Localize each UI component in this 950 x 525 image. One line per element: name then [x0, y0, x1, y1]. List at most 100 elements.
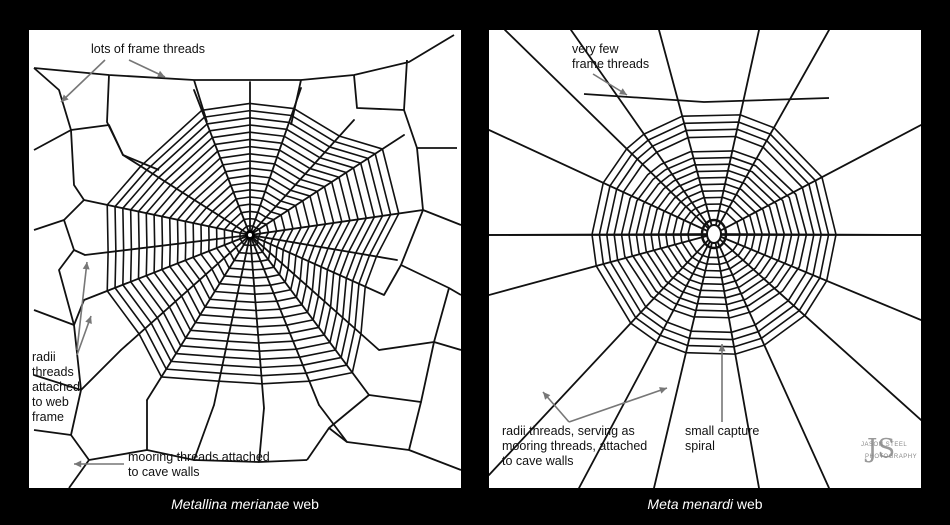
radius-mooring-thread [653, 233, 715, 488]
radii-threads-arrow-head [543, 392, 551, 400]
capture-spiral-ring [665, 189, 763, 279]
frame-thread [63, 199, 85, 221]
right-caption: Meta menardi web [489, 496, 921, 512]
frame-thread [368, 341, 435, 403]
capture-spiral-ring [620, 150, 808, 319]
very-few-frame-threads-label: very few frame threads [572, 42, 650, 71]
capture-spiral-ring [679, 203, 749, 266]
frame-threads-arrow [60, 59, 106, 103]
capture-spiral-ring [628, 156, 800, 312]
watermark-sub: PHOTOGRAPHY [865, 454, 918, 460]
small-capture-spiral-label: small capture spiral [685, 424, 760, 453]
radius-mooring-thread [504, 30, 715, 235]
frame-threads-label: lots of frame threads [91, 42, 205, 56]
capture-spiral-ring [145, 138, 359, 344]
frame-thread [328, 394, 370, 429]
radii-threads-arrow-head [82, 262, 90, 270]
radius-thread [83, 234, 251, 301]
radius-thread [193, 89, 251, 236]
frame-thread [583, 93, 830, 103]
capture-spiral-ring [207, 196, 294, 279]
capture-spiral-ring [657, 183, 771, 286]
radius-thread [249, 134, 405, 236]
radius-thread [249, 234, 370, 396]
mooring-threads-label: mooring threads attached to cave walls [128, 450, 270, 479]
radius-thread [213, 234, 251, 406]
capture-spiral-ring [642, 170, 786, 299]
left-caption-species: Metallina merianae [171, 496, 290, 512]
capture-spiral-ring [591, 114, 837, 355]
frame-thread [106, 74, 160, 171]
frame-thread [353, 59, 408, 111]
capture-spiral-arrow-head [718, 344, 726, 352]
frame-thread [33, 374, 82, 391]
mooring-threads-arrow-head [74, 460, 82, 468]
capture-spiral-ring [168, 160, 335, 320]
frame-thread [33, 219, 75, 251]
frame-thread [193, 79, 208, 123]
capture-spiral-ring [200, 189, 302, 287]
left-caption-suffix: web [289, 496, 319, 512]
capture-spiral-ring [184, 174, 319, 304]
radius-mooring-thread [489, 233, 715, 296]
frame-threads-arrow-head [157, 70, 165, 78]
radius-mooring-thread [489, 129, 715, 235]
metallina-web-diagram [33, 34, 461, 488]
capture-spiral-ring [153, 145, 351, 336]
meta-menardi-web-diagram [489, 30, 921, 488]
right-web-panel: very few frame threads radii threads, se… [489, 30, 921, 488]
web-hub-center [248, 233, 252, 237]
frame-thread [33, 429, 90, 461]
capture-spiral-ring [106, 102, 400, 385]
watermark-logo: JS [867, 434, 896, 464]
radius-thread [249, 234, 385, 296]
left-caption: Metallina merianae web [29, 496, 461, 512]
radius-mooring-thread [713, 233, 921, 321]
left-web-panel: lots of frame threads radii threads atta… [29, 30, 461, 488]
frame-thread [416, 147, 461, 226]
capture-spiral-ring [598, 121, 830, 348]
radius-mooring-thread [713, 233, 760, 488]
capture-spiral-ring [122, 117, 384, 369]
radius-mooring-thread [578, 233, 715, 488]
radii-threads-arrow [76, 261, 88, 351]
radius-mooring-thread [713, 233, 921, 421]
radius-thread [249, 209, 424, 236]
capture-spiral-ring [239, 225, 262, 247]
capture-spiral-ring [161, 153, 343, 328]
radius-mooring-thread [658, 30, 715, 235]
radius-thread [146, 234, 251, 401]
right-caption-species: Meta menardi [647, 496, 733, 512]
frame-threads-arrow-head [61, 94, 69, 102]
radius-thread [249, 234, 320, 406]
capture-spiral-ring [215, 203, 286, 271]
radii-threads-arrow-head [659, 387, 667, 394]
frame-thread [383, 264, 402, 296]
frame-thread [403, 109, 457, 149]
capture-spiral-ring [114, 109, 392, 377]
frame-threads-arrow-head [619, 88, 627, 95]
capture-spiral-ring [672, 196, 756, 272]
radius-mooring-thread [570, 30, 715, 235]
radii-threads-label: radii threads attached to web frame [32, 350, 80, 424]
web-hub-inner [706, 224, 722, 244]
frame-thread [58, 249, 86, 326]
capture-spiral-ring [223, 210, 278, 263]
capture-spiral-ring [613, 135, 815, 334]
frame-thread [318, 401, 422, 451]
watermark-name: JASON STEEL [861, 442, 908, 448]
frame-thread [433, 341, 461, 351]
right-caption-suffix: web [733, 496, 763, 512]
radius-thread [249, 119, 355, 236]
capture-spiral-ring [129, 124, 376, 361]
capture-spiral-ring [650, 176, 778, 292]
radius-thread [249, 87, 302, 236]
capture-spiral-ring [176, 167, 327, 312]
frame-thread [33, 129, 72, 151]
radius-thread [120, 234, 251, 351]
frame-thread [33, 309, 75, 326]
radius-mooring-thread [713, 233, 830, 488]
radii-threads-arrow [568, 387, 668, 423]
frame-thread [408, 449, 461, 471]
frame-thread [378, 287, 450, 351]
